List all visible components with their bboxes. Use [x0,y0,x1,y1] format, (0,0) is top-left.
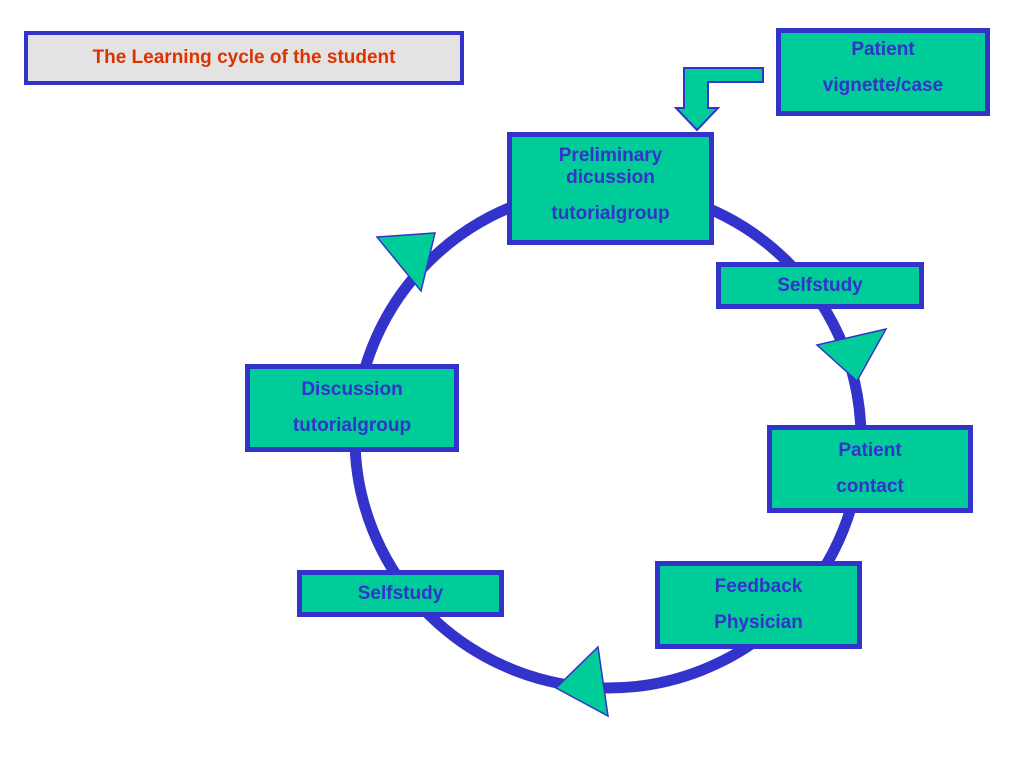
node-preliminary-discussion: Preliminary dicussion tutorialgroup [507,132,714,245]
cycle-arrowhead-top-left [375,232,436,293]
node-patient-case: Patient vignette/case [776,28,990,116]
node-discussion-line1: Discussion [301,379,403,401]
node-selfstudy-right: Selfstudy [716,262,924,309]
node-preliminary-line3: tutorialgroup [551,202,670,224]
diagram-title-text: The Learning cycle of the student [92,47,396,68]
node-preliminary-line2: dicussion [566,166,655,188]
cycle-arrowhead-right [815,327,888,383]
entry-arrow [673,67,764,132]
node-patient-contact-line1: Patient [838,440,902,462]
node-patient-contact: Patient contact [767,425,973,513]
node-patient-case-line1: Patient [851,39,915,60]
node-patient-case-line2: vignette/case [822,74,944,96]
node-preliminary-line1: Preliminary [558,145,663,166]
node-feedback-physician: Feedback Physician [655,561,862,649]
node-discussion-line2: tutorialgroup [292,415,412,436]
cycle-arrowhead-bottom [554,645,609,718]
node-feedback-line1: Feedback [714,576,803,598]
node-selfstudy-left: Selfstudy [297,570,504,617]
diagram-title: The Learning cycle of the student [24,31,464,85]
node-feedback-line2: Physician [714,612,803,633]
node-selfstudy-left-label: Selfstudy [357,582,444,604]
node-discussion: Discussion tutorialgroup [245,364,459,452]
node-patient-contact-line2: contact [836,476,904,497]
node-selfstudy-right-label: Selfstudy [777,274,863,296]
